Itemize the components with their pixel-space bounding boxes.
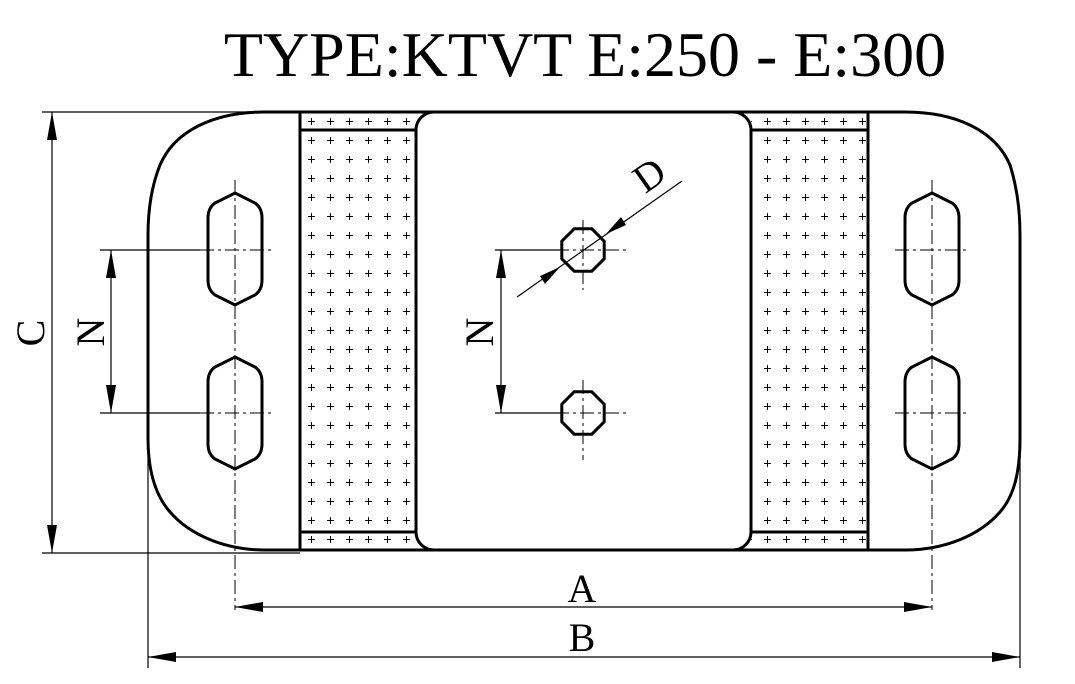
dimension-label-d: D bbox=[625, 148, 674, 201]
center-hole-lower bbox=[560, 390, 606, 436]
dimension-label-b: B bbox=[569, 615, 596, 660]
center-hole-upper bbox=[560, 227, 606, 273]
dimension-label-n-left: N bbox=[68, 318, 113, 347]
arrowhead bbox=[496, 250, 506, 278]
drawing-title: TYPE:KTVT E:250 - E:300 bbox=[224, 19, 946, 90]
arrowhead bbox=[496, 385, 506, 413]
arrowhead bbox=[235, 602, 263, 612]
mount-outline bbox=[146, 110, 1022, 552]
arrowhead bbox=[540, 267, 560, 284]
dimension-line-d bbox=[516, 180, 683, 298]
dimension-label-c: C bbox=[8, 320, 53, 347]
dimension-label-n-center: N bbox=[457, 318, 502, 347]
arrowhead bbox=[992, 652, 1020, 662]
dimension-label-a: A bbox=[568, 566, 597, 611]
arrowhead bbox=[148, 652, 176, 662]
center-plate bbox=[414, 110, 753, 552]
arrowhead bbox=[106, 250, 116, 278]
arrowhead bbox=[47, 525, 57, 553]
rubber-section-left bbox=[300, 112, 416, 550]
arrowhead bbox=[606, 217, 626, 234]
arrowhead bbox=[106, 385, 116, 413]
rubber-section-right bbox=[751, 112, 868, 550]
arrowhead bbox=[904, 602, 932, 612]
arrowhead bbox=[47, 112, 57, 140]
